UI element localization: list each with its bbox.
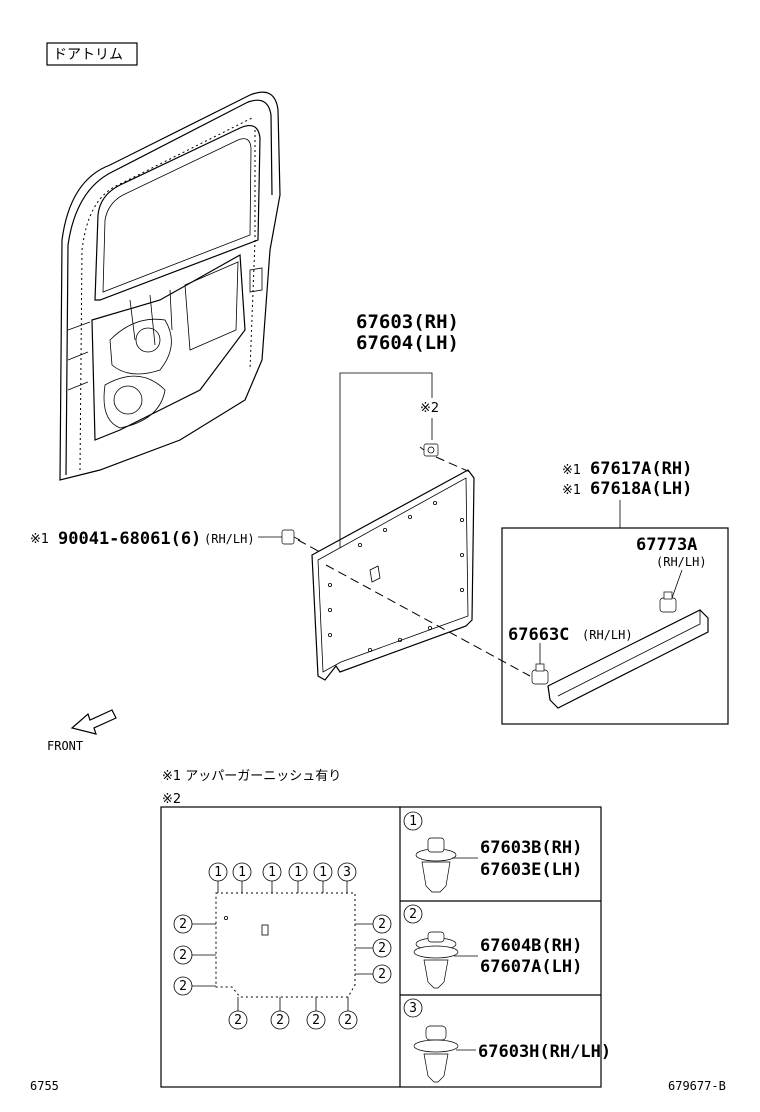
position-marker-label: 1 <box>214 865 222 880</box>
label-clip-c-number: 67663C <box>508 625 569 645</box>
position-marker: 2 <box>173 976 216 996</box>
position-marker: 1 <box>262 862 282 893</box>
position-marker-label: 2 <box>179 979 187 994</box>
front-arrow: FRONT <box>47 709 117 753</box>
note-2: ※2 <box>162 792 181 807</box>
label-board-rh: 67603(RH) <box>356 311 459 333</box>
section-title-box: ドアトリム <box>46 42 138 66</box>
leader-lines <box>258 372 683 677</box>
bolt-icon <box>281 529 301 545</box>
label-clip-a-number: 67773A <box>636 535 697 555</box>
position-marker: 3 <box>337 862 357 893</box>
position-marker: 1 <box>208 862 228 893</box>
footer-left-code: 6755 <box>30 1079 59 1093</box>
position-marker-label: 2 <box>179 948 187 963</box>
clip-table: 1 1 1 1 1 3 2 2 2 2 2 2 2 2 2 2 1 67603B(RH) 67603E(… <box>160 806 611 1088</box>
label-clip-note: ※2 <box>420 401 439 416</box>
row-2-marker: 2 <box>409 907 417 922</box>
clip-row-1: 1 67603B(RH) 67603E(LH) <box>403 811 582 893</box>
garnish-box <box>501 527 729 725</box>
label-board-lh: 67604(LH) <box>356 332 459 354</box>
position-marker: 2 <box>306 997 326 1030</box>
position-marker-label: 2 <box>312 1013 320 1028</box>
note-1: ※1 アッパーガーニッシュ有り <box>162 769 341 784</box>
markers-right: 2 2 2 <box>355 914 392 984</box>
position-marker: 2 <box>270 997 290 1030</box>
clip-c-icon <box>531 663 549 685</box>
markers-bottom: 2 2 2 2 <box>228 997 358 1030</box>
clip-a-icon <box>659 591 677 613</box>
position-marker: 2 <box>355 914 392 934</box>
row-3-marker: 3 <box>409 1001 417 1016</box>
position-marker-label: 2 <box>234 1013 242 1028</box>
section-title: ドアトリム <box>53 47 123 63</box>
position-marker-label: 2 <box>378 967 386 982</box>
position-marker-label: 2 <box>344 1013 352 1028</box>
clip-type-2-icon <box>413 931 459 989</box>
label-garnish-rh: 67617A(RH) <box>590 459 692 479</box>
footer-right-code: 679677-B <box>668 1079 726 1093</box>
position-marker-label: 1 <box>268 865 276 880</box>
position-marker: 2 <box>355 938 392 958</box>
clip-type-1-icon <box>415 837 457 893</box>
markers-top: 1 1 1 1 1 3 <box>208 862 357 893</box>
trim-board <box>311 469 475 681</box>
position-marker: 2 <box>173 945 216 965</box>
label-clip-c-side: (RH/LH) <box>582 628 633 642</box>
position-marker: 1 <box>288 862 308 893</box>
position-marker: 2 <box>355 964 392 984</box>
position-marker-label: 2 <box>378 941 386 956</box>
position-marker-label: 1 <box>319 865 327 880</box>
position-marker-label: 3 <box>343 865 351 880</box>
clip-top-icon <box>419 443 439 457</box>
row-2-line-1: 67604B(RH) <box>480 936 582 956</box>
position-marker-label: 1 <box>294 865 302 880</box>
position-marker: 1 <box>232 862 252 893</box>
row-2-line-2: 67607A(LH) <box>480 957 582 977</box>
label-bolt-side: (RH/LH) <box>204 532 255 546</box>
label-garnish-lh-mark: ※1 <box>562 483 581 498</box>
label-garnish-lh: 67618A(LH) <box>590 479 692 499</box>
label-bolt-mark: ※1 <box>30 532 49 547</box>
label-garnish-rh-mark: ※1 <box>562 463 581 478</box>
position-marker-label: 1 <box>238 865 246 880</box>
position-marker-label: 2 <box>276 1013 284 1028</box>
clip-row-3: 3 67603H(RH/LH) <box>403 998 611 1083</box>
label-bolt-number: 90041-68061(6) <box>58 529 201 549</box>
label-clip-a-side: (RH/LH) <box>656 555 707 569</box>
clip-row-2: 2 67604B(RH) 67607A(LH) <box>403 904 582 989</box>
position-marker-label: 2 <box>179 917 187 932</box>
position-marker: 2 <box>173 914 216 934</box>
row-3-line-1: 67603H(RH/LH) <box>478 1042 611 1062</box>
position-marker: 1 <box>313 862 333 893</box>
door-illustration <box>59 91 281 481</box>
position-marker: 2 <box>338 997 358 1030</box>
row-1-line-1: 67603B(RH) <box>480 838 582 858</box>
position-marker: 2 <box>228 997 248 1030</box>
row-1-line-2: 67603E(LH) <box>480 860 582 880</box>
position-marker-label: 2 <box>378 917 386 932</box>
row-1-marker: 1 <box>409 814 417 829</box>
clip-type-3-icon <box>413 1025 459 1083</box>
front-label: FRONT <box>47 739 83 753</box>
markers-left: 2 2 2 <box>173 914 216 996</box>
